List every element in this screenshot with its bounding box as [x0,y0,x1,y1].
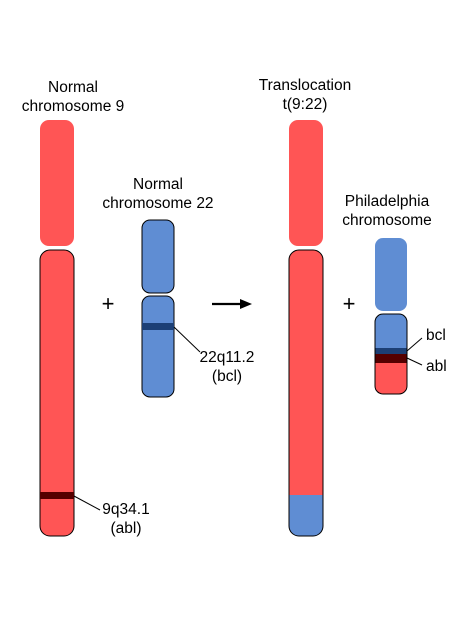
der9-q-arm-outline [288,249,324,537]
normal-chromosome-22: Normal chromosome 22 22q11.2 (bcl) [102,176,255,398]
chr9-title-line2: chromosome 9 [22,98,125,115]
ph-bcl-band [375,348,407,354]
chr22-title-line2: chromosome 22 [102,195,213,212]
chr9-abl-band [40,492,74,499]
bcl-locus-label-line1: 22q11.2 [200,349,255,366]
ph-title-line2: chromosome [342,212,432,229]
ph-abl-leader-line [406,357,423,366]
abl-locus-label-line2: (abl) [110,520,141,537]
normal-chromosome-9: Normal chromosome 9 9q34.1 (abl) [22,79,150,537]
der9-q-arm [289,250,323,536]
ph-abl-label: abl [426,358,447,375]
bcl-locus-label-line2: (bcl) [212,368,242,385]
plus-sign-right: + [343,291,356,316]
ph-p-arm [375,238,407,311]
bcl-leader-line [173,326,201,353]
ph-translocated-segment [375,363,407,394]
der9-title-line1: Translocation [259,77,351,94]
chr9-q-arm [39,249,75,537]
ph-bcl-label: bcl [426,327,446,344]
chr22-title-line1: Normal [133,176,183,193]
philadelphia-chromosome: Philadelphia chromosome bcl abl [342,193,447,395]
der9-p-arm [289,120,323,246]
plus-sign-left: + [102,291,115,316]
translocation-derivative-chromosome: Translocation t(9:22) [259,77,351,537]
chr9-p-arm [40,120,74,246]
ph-bcl-leader-line [406,337,423,352]
ph-abl-band [375,354,407,363]
ph-q-arm-outline [374,313,408,395]
ph-title-line1: Philadelphia [345,193,430,210]
ph-q-arm [375,314,407,394]
chr22-p-arm [141,219,175,294]
chr22-q-arm [141,295,175,398]
der9-translocated-segment [289,495,323,536]
chr22-bcl-band [142,323,174,330]
arrow-right-icon [212,299,252,309]
abl-locus-label-line1: 9q34.1 [102,501,149,518]
der9-title-line2: t(9:22) [283,96,328,113]
chr9-title-line1: Normal [48,79,98,96]
abl-leader-line [73,495,101,511]
